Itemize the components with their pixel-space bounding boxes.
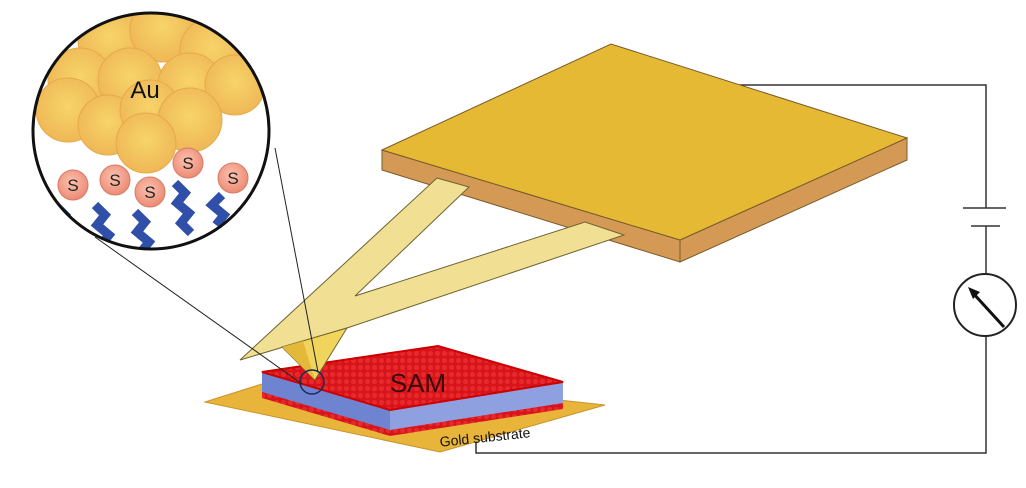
sulfur-label: S <box>144 183 155 202</box>
circuit-wire <box>475 84 987 454</box>
sam-label: SAM <box>390 368 446 398</box>
cantilever <box>239 177 626 361</box>
zoom-lines <box>94 147 319 385</box>
sulfur-label: S <box>109 171 120 190</box>
sam-layer <box>261 344 564 436</box>
sulfur-label: S <box>227 169 238 188</box>
cantilever-chip <box>380 43 909 263</box>
sulfur-label: S <box>182 154 193 173</box>
battery-icon <box>963 207 1006 227</box>
molecular-inset: Au S S S S S <box>31 11 271 251</box>
sulfur-label: S <box>67 176 78 195</box>
ammeter-icon <box>953 273 1017 337</box>
au-label: Au <box>130 77 159 104</box>
